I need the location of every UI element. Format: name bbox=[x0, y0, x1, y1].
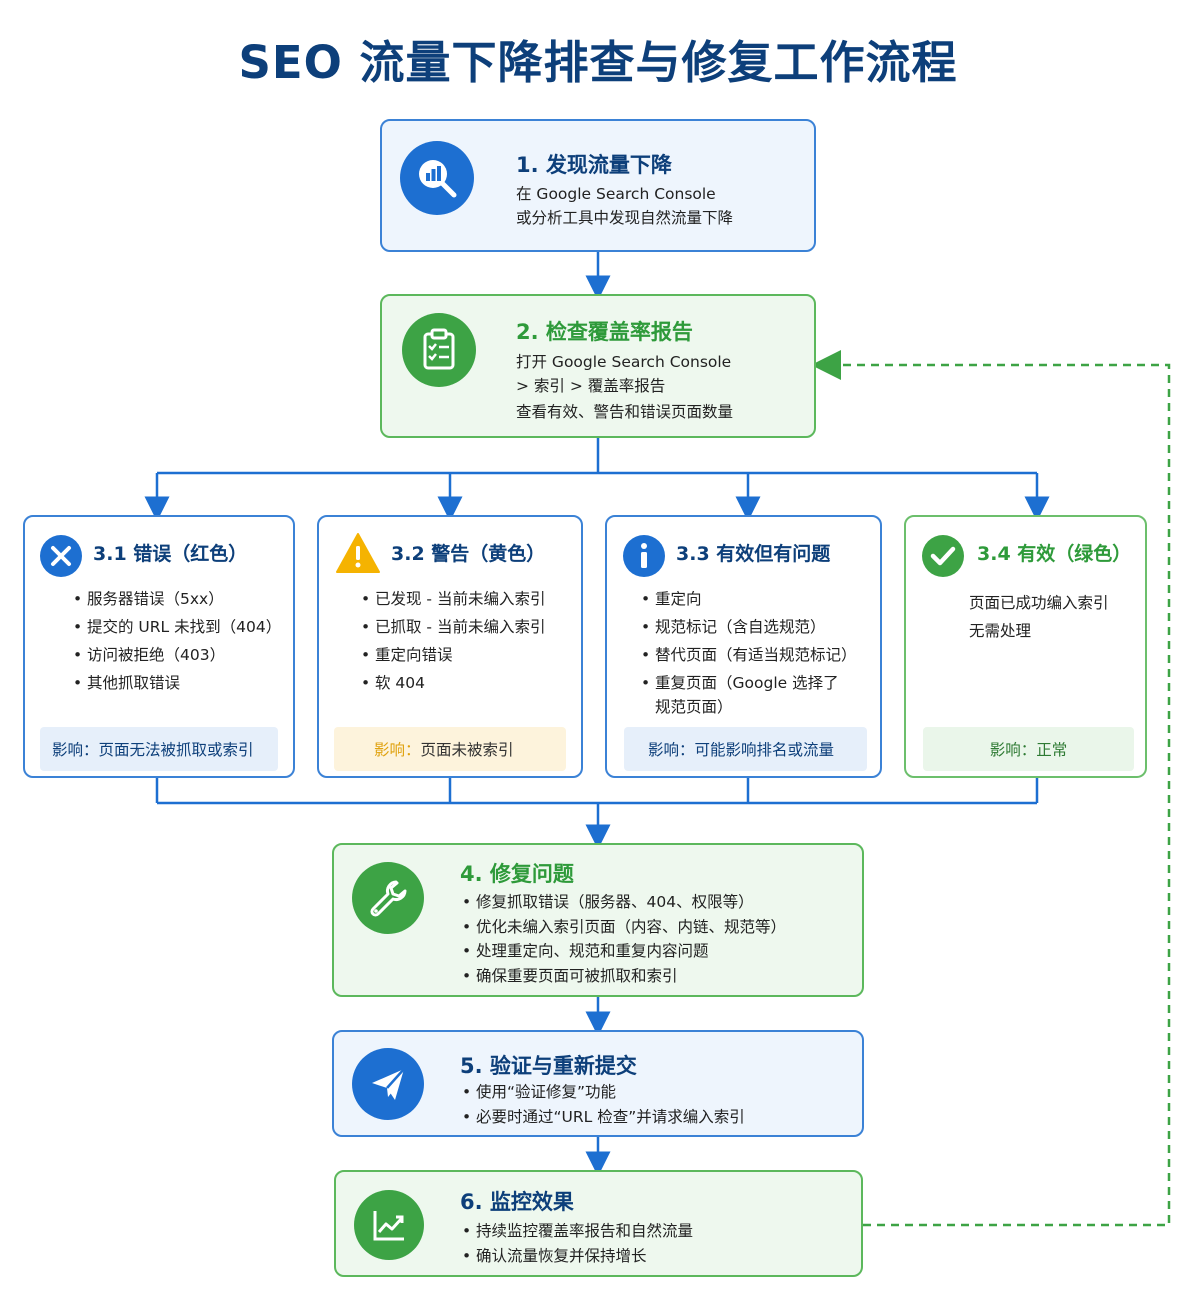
category-valid-title: 3.4 有效（绿色） bbox=[977, 543, 1132, 565]
list-item: 重复页面（Google 选择了 bbox=[641, 669, 857, 697]
category-valid-box: 3.4 有效（绿色） 页面已成功编入索引 无需处理 影响：正常 bbox=[904, 515, 1147, 778]
impact-label: 影响： bbox=[374, 741, 421, 759]
list-item: 确保重要页面可被抓取和索引 bbox=[462, 964, 786, 989]
info-circle-icon bbox=[622, 534, 666, 582]
step-2-box: 2. 检查覆盖率报告 打开 Google Search Console > 索引… bbox=[380, 294, 816, 438]
step-5-list: 使用“验证修复”功能 必要时通过“URL 检查”并请求编入索引 bbox=[462, 1080, 745, 1129]
list-item: 确认流量恢复并保持增长 bbox=[462, 1244, 693, 1269]
step-6-title: 6. 监控效果 bbox=[460, 1190, 574, 1214]
list-item: 替代页面（有适当规范标记） bbox=[641, 641, 857, 669]
wrench-icon bbox=[352, 862, 424, 934]
impact-text: 页面无法被抓取或索引 bbox=[98, 741, 254, 759]
step-6-list: 持续监控覆盖率报告和自然流量 确认流量恢复并保持增长 bbox=[462, 1219, 693, 1268]
category-error-title: 3.1 错误（红色） bbox=[93, 543, 248, 565]
step-4-list: 修复抓取错误（服务器、404、权限等） 优化未编入索引页面（内容、内链、规范等）… bbox=[462, 890, 786, 988]
step-1-title: 1. 发现流量下降 bbox=[516, 153, 672, 177]
impact-text: 正常 bbox=[1036, 741, 1068, 759]
step-1-line: 在 Google Search Console bbox=[516, 185, 716, 203]
step-5-box: 5. 验证与重新提交 使用“验证修复”功能 必要时通过“URL 检查”并请求编入… bbox=[332, 1030, 864, 1137]
list-item-continuation: 规范页面） bbox=[655, 698, 733, 716]
valid-line: 页面已成功编入索引 bbox=[969, 594, 1109, 612]
trend-chart-icon bbox=[354, 1190, 424, 1260]
category-error-list: 服务器错误（5xx） 提交的 URL 未找到（404） 访问被拒绝（403） 其… bbox=[73, 585, 281, 697]
valid-line: 无需处理 bbox=[969, 622, 1032, 640]
step-4-box: 4. 修复问题 修复抓取错误（服务器、404、权限等） 优化未编入索引页面（内容… bbox=[332, 843, 864, 997]
category-issues-impact: 影响：可能影响排名或流量 bbox=[624, 727, 867, 771]
list-item: 重定向 bbox=[641, 585, 857, 613]
category-issues-list: 重定向 规范标记（含自选规范） 替代页面（有适当规范标记） 重复页面（Googl… bbox=[641, 585, 857, 697]
category-warning-box: 3.2 警告（黄色） 已发现 - 当前未编入索引 已抓取 - 当前未编入索引 重… bbox=[317, 515, 583, 778]
list-item: 规范标记（含自选规范） bbox=[641, 613, 857, 641]
category-error-impact: 影响：页面无法被抓取或索引 bbox=[40, 727, 278, 771]
list-item: 必要时通过“URL 检查”并请求编入索引 bbox=[462, 1105, 745, 1130]
step-6-box: 6. 监控效果 持续监控覆盖率报告和自然流量 确认流量恢复并保持增长 bbox=[334, 1170, 863, 1277]
warning-triangle-icon bbox=[335, 531, 381, 579]
list-item: 处理重定向、规范和重复内容问题 bbox=[462, 939, 786, 964]
impact-text: 页面未被索引 bbox=[420, 741, 514, 759]
list-item: 访问被拒绝（403） bbox=[73, 641, 281, 669]
clipboard-checklist-icon bbox=[402, 313, 476, 387]
category-issues-box: 3.3 有效但有问题 重定向 规范标记（含自选规范） 替代页面（有适当规范标记）… bbox=[605, 515, 882, 778]
step-4-title: 4. 修复问题 bbox=[460, 862, 574, 886]
page-title: SEO 流量下降排查与修复工作流程 bbox=[238, 36, 958, 89]
step-2-line: 查看有效、警告和错误页面数量 bbox=[516, 403, 734, 421]
paper-plane-icon bbox=[352, 1048, 424, 1120]
list-item: 已发现 - 当前未编入索引 bbox=[361, 585, 545, 613]
impact-label: 影响： bbox=[648, 741, 695, 759]
step-2-line: 打开 Google Search Console bbox=[516, 353, 732, 371]
category-warning-title: 3.2 警告（黄色） bbox=[391, 543, 546, 565]
category-warning-impact: 影响：页面未被索引 bbox=[334, 727, 566, 771]
step-2-title: 2. 检查覆盖率报告 bbox=[516, 320, 693, 344]
category-warning-list: 已发现 - 当前未编入索引 已抓取 - 当前未编入索引 重定向错误 软 404 bbox=[361, 585, 545, 697]
list-item: 重定向错误 bbox=[361, 641, 545, 669]
x-circle-icon bbox=[39, 534, 83, 582]
category-error-box: 3.1 错误（红色） 服务器错误（5xx） 提交的 URL 未找到（404） 访… bbox=[23, 515, 295, 778]
list-item: 已抓取 - 当前未编入索引 bbox=[361, 613, 545, 641]
feedback-loop-arrow bbox=[811, 350, 1171, 1227]
list-item: 软 404 bbox=[361, 669, 545, 697]
step-2-line: > 索引 > 覆盖率报告 bbox=[516, 377, 666, 395]
step-5-title: 5. 验证与重新提交 bbox=[460, 1054, 637, 1078]
step-1-box: 1. 发现流量下降 在 Google Search Console 或分析工具中… bbox=[380, 119, 816, 252]
category-issues-title: 3.3 有效但有问题 bbox=[676, 543, 831, 565]
impact-text: 可能影响排名或流量 bbox=[694, 741, 835, 759]
category-valid-lines: 页面已成功编入索引 无需处理 bbox=[969, 589, 1109, 645]
category-valid-impact: 影响：正常 bbox=[923, 727, 1134, 771]
check-circle-icon bbox=[921, 534, 965, 582]
search-analytics-icon bbox=[400, 141, 474, 215]
list-item: 其他抓取错误 bbox=[73, 669, 281, 697]
list-item: 服务器错误（5xx） bbox=[73, 585, 281, 613]
list-item: 使用“验证修复”功能 bbox=[462, 1080, 745, 1105]
step-1-line: 或分析工具中发现自然流量下降 bbox=[516, 209, 734, 227]
list-item: 提交的 URL 未找到（404） bbox=[73, 613, 281, 641]
list-item: 优化未编入索引页面（内容、内链、规范等） bbox=[462, 915, 786, 940]
impact-label: 影响： bbox=[52, 741, 99, 759]
impact-label: 影响： bbox=[989, 741, 1037, 759]
list-item: 持续监控覆盖率报告和自然流量 bbox=[462, 1219, 693, 1244]
list-item: 修复抓取错误（服务器、404、权限等） bbox=[462, 890, 786, 915]
